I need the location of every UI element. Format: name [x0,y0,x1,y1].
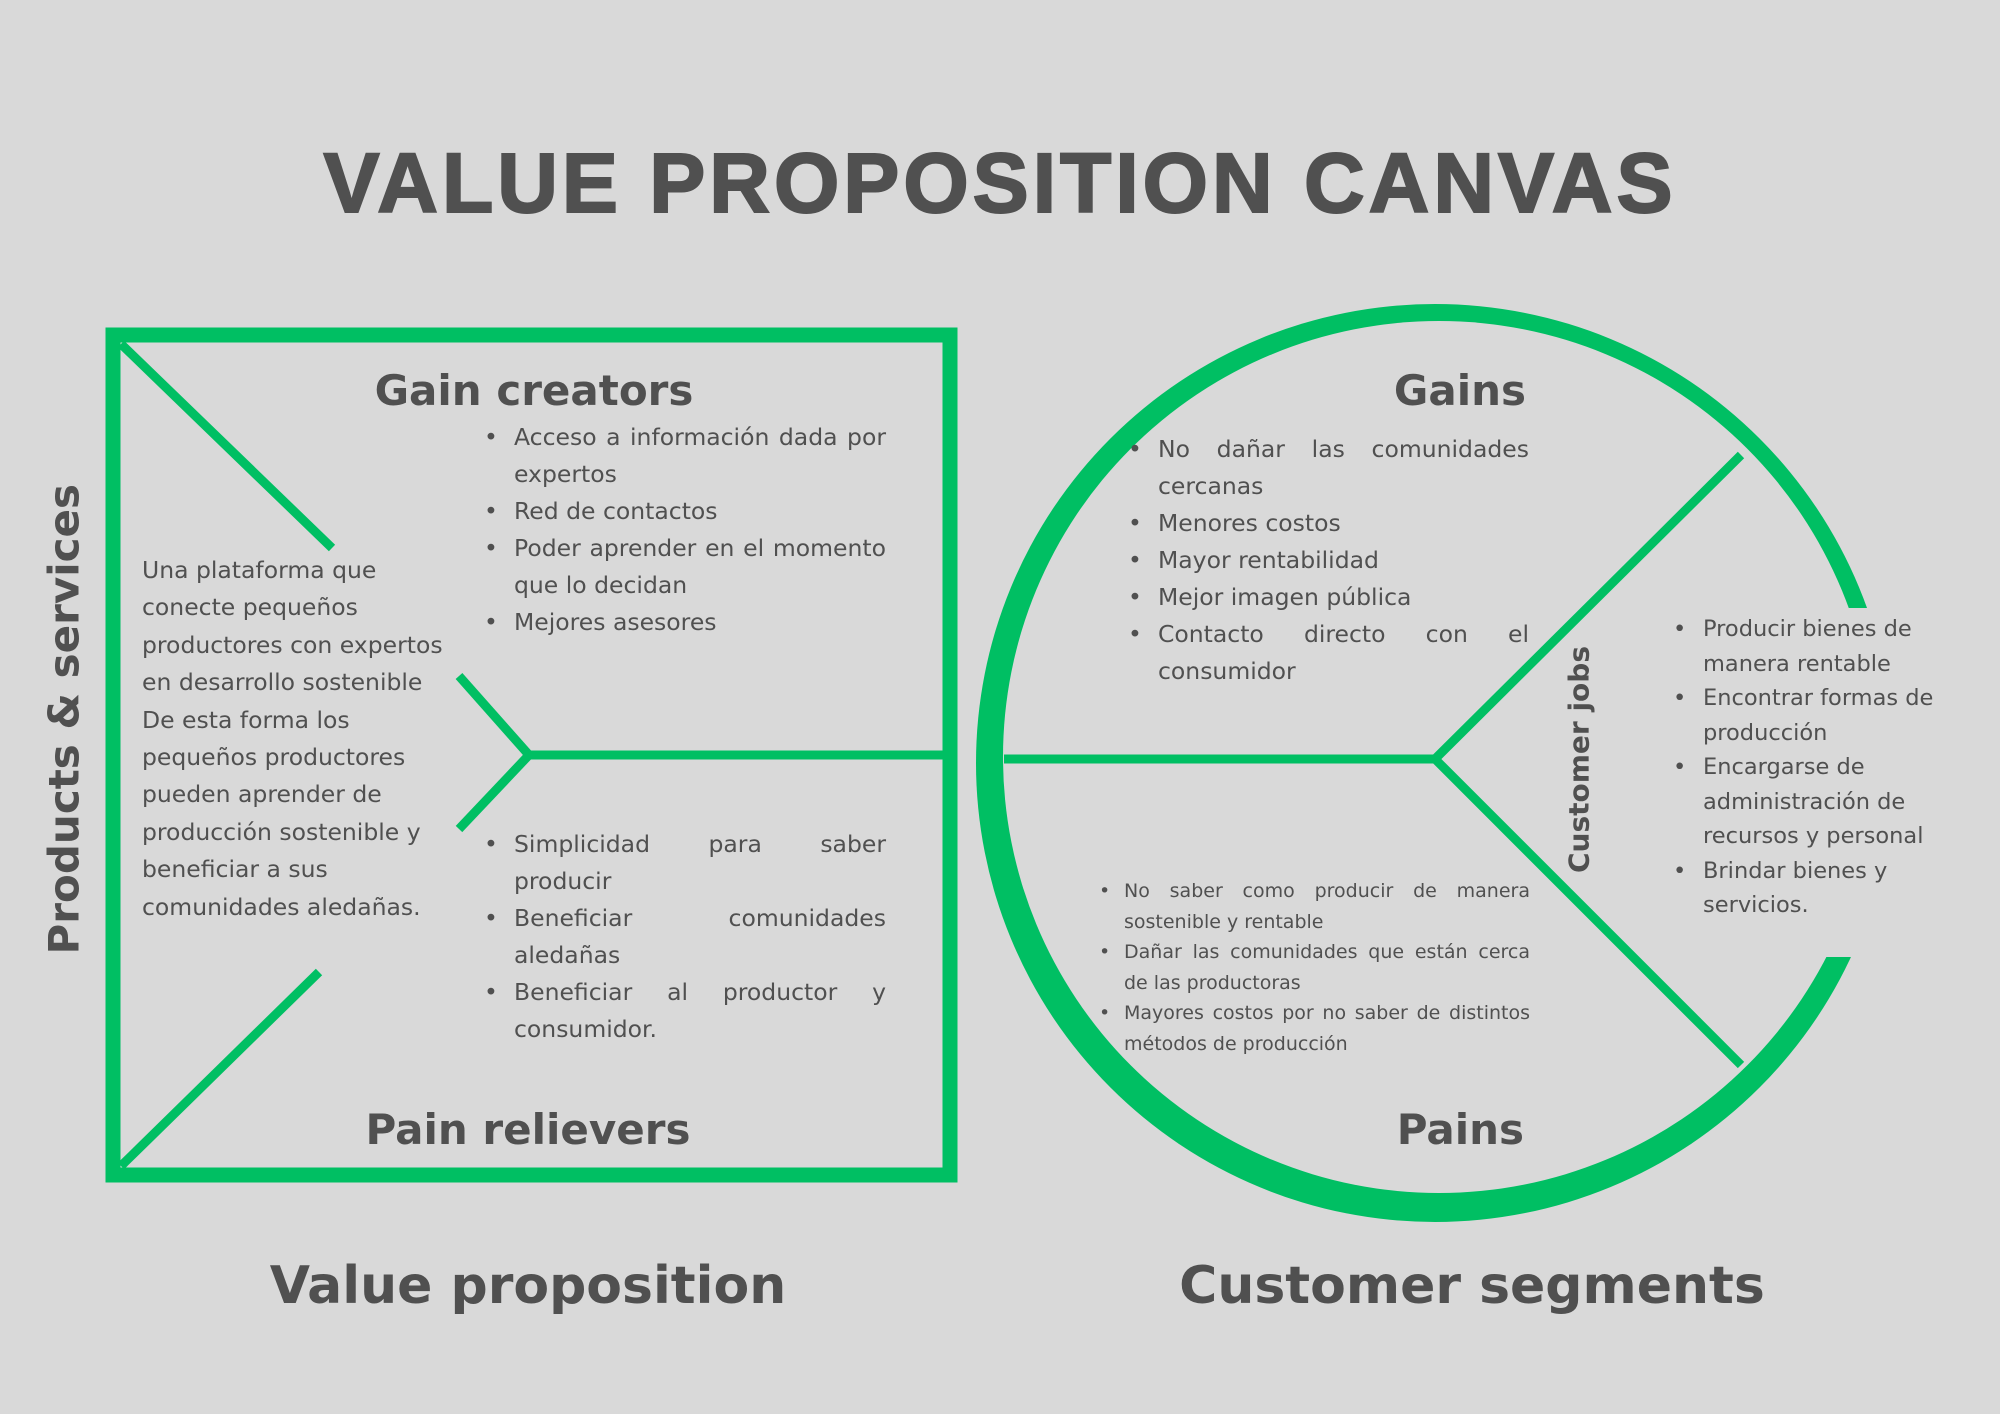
pains-list: No saber como producir de manera sosteni… [1099,876,1530,1059]
list-item: No dañar las comunidades cercanas [1128,431,1529,505]
square-top-diagonal [117,340,336,552]
pain-relievers-heading: Pain relievers [365,1105,691,1154]
value-proposition-square [105,327,958,1183]
list-item: Encargarse de administración de recursos… [1673,750,1973,854]
gain-creators-list: Acceso a información dada por expertos R… [484,419,886,641]
customer-jobs-label: Customer jobs [1562,645,1596,874]
gain-creators-heading: Gain creators [374,366,694,415]
chevron-lower [455,751,533,833]
gains-heading: Gains [1393,366,1526,415]
list-item: Dañar las comunidades que están cerca de… [1099,937,1530,998]
list-item: Beneficiar al productor y consumidor. [484,974,886,1048]
list-item: Contacto directo con el consumidor [1128,616,1529,690]
list-item: Menores costos [1128,505,1529,542]
list-item: Mayor rentabilidad [1128,542,1529,579]
list-item: Simplicidad para saber producir [484,826,886,900]
list-item: Producir bienes de manera rentable [1673,612,1973,681]
customer-segments-label: Customer segments [1179,1256,1765,1316]
products-services-text: Una plataforma que conecte pequeños prod… [142,556,443,921]
list-item: Poder aprender en el momento que lo deci… [484,530,886,604]
list-item: Mejor imagen pública [1128,579,1529,616]
square-bottom-diagonal [117,968,323,1170]
gains-list: No dañar las comunidades cercanas Menore… [1128,431,1529,690]
value-proposition-label: Value proposition [269,1256,787,1316]
customer-jobs-list: Producir bienes de manera rentable Encon… [1673,612,1973,923]
list-item: Beneficiar comunidades aledañas [484,900,886,974]
pain-relievers-list: Simplicidad para saber producir Benefici… [484,826,886,1048]
list-item: Acceso a información dada por expertos [484,419,886,493]
circle-lower-diagonal [1431,755,1745,1069]
products-services-label: Products & services [39,483,89,955]
list-item: Mejores asesores [484,604,886,641]
list-item: No saber como producir de manera sosteni… [1099,876,1530,937]
list-item: Red de contactos [484,493,886,530]
page-title: VALUE PROPOSITION CANVAS [322,135,1677,231]
chevron-upper [455,673,533,758]
pains-heading: Pains [1396,1105,1524,1154]
circle-upper-diagonal [1431,451,1745,763]
list-item: Mayores costos por no saber de distintos… [1099,998,1530,1059]
list-item: Encontrar formas de producción [1673,681,1973,750]
list-item: Brindar bienes y servicios. [1673,854,1973,923]
